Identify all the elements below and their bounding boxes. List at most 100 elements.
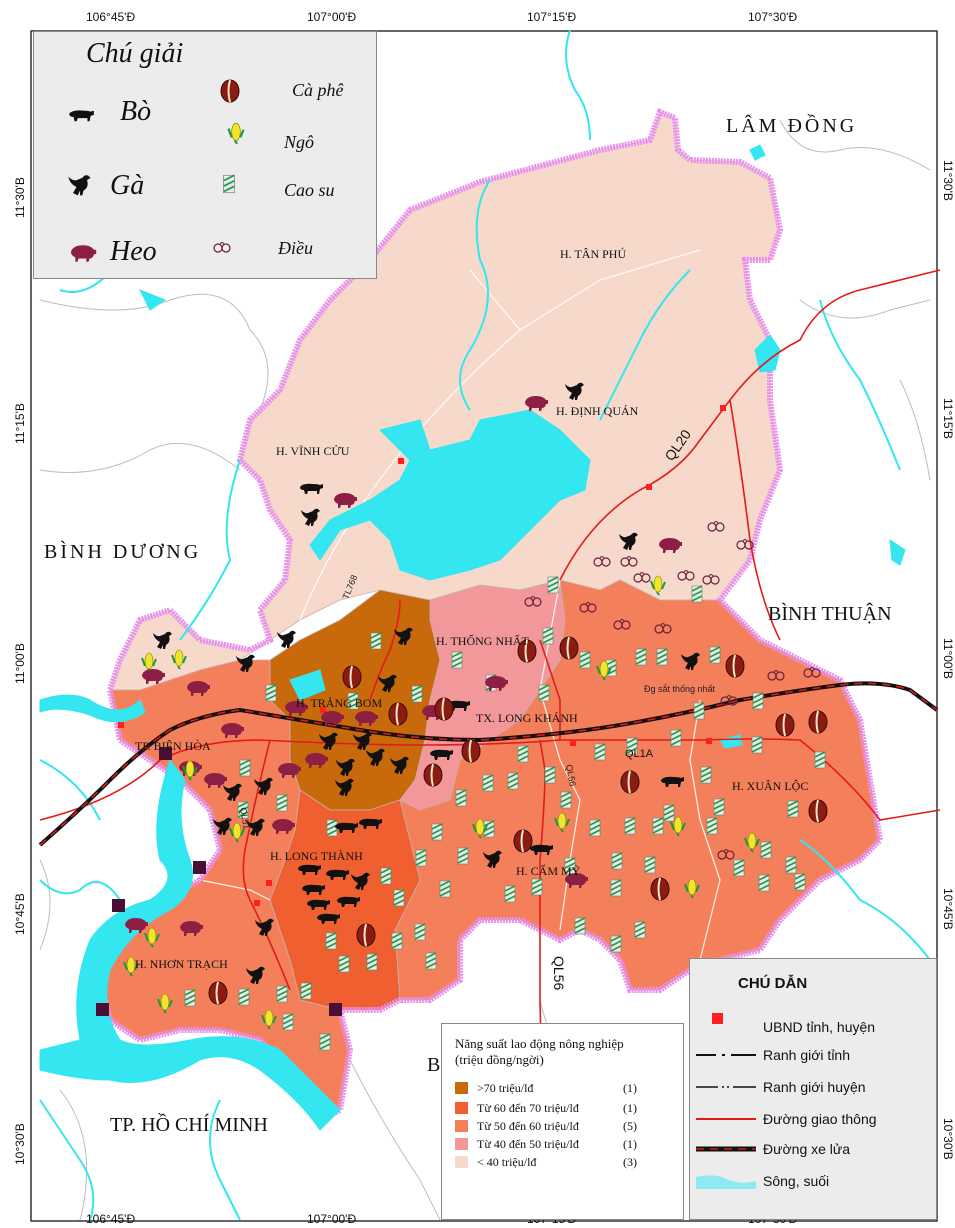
rivers-lakes xyxy=(39,144,906,1131)
label-br-partial: B xyxy=(427,1054,440,1076)
productivity-row-5: < 40 triệu/lđ (3) xyxy=(455,1155,680,1169)
coord-bottom-2: 107°00'Đ xyxy=(307,1212,356,1226)
port-markers xyxy=(96,747,342,1016)
label-trang-bom: H. TRẢNG BOM xyxy=(296,696,382,710)
legend-ngo: Ngô xyxy=(284,132,315,152)
road-icon xyxy=(696,1118,756,1120)
legend-bo: Bò xyxy=(120,96,152,127)
swatch-over70 xyxy=(455,1082,468,1094)
key-row-song: Sông, suối xyxy=(690,1171,938,1195)
coord-right-5: 10°30'B xyxy=(941,1118,955,1160)
key-row-duong-gt: Đường giao thông xyxy=(690,1109,938,1133)
label-tan-phu: H. TÂN PHÚ xyxy=(560,247,626,261)
key-label-duong-xl: Đường xe lửa xyxy=(763,1141,851,1157)
tri-an-lake xyxy=(309,409,591,581)
coord-left-3: 11°00'B xyxy=(13,643,27,684)
label-ql56: QL56 xyxy=(551,956,567,990)
productivity-count-4: (1) xyxy=(623,1137,637,1151)
coord-top-4: 107°30'Đ xyxy=(748,10,797,24)
productivity-label-4: Từ 40 đến 50 triệu/lđ xyxy=(477,1137,579,1151)
productivity-legend-title: Năng suất lao động nông nghiệp xyxy=(455,1036,624,1051)
productivity-label-2: Từ 60 đến 70 triệu/lđ xyxy=(477,1101,579,1115)
legend-cao-su: Cao su xyxy=(284,180,335,200)
rubber-icon xyxy=(222,174,236,194)
label-ql56-small: QL56 xyxy=(564,764,578,787)
river-icon xyxy=(696,1175,756,1189)
swatch-60-70 xyxy=(455,1102,468,1114)
productivity-legend-header: Năng suất lao động nông nghiệp (triệu đồ… xyxy=(455,1036,624,1068)
province-labels: LÂM ĐỒNG BÌNH DƯƠNG BÌNH THUẬN TP. HỒ CH… xyxy=(44,113,892,1136)
map-key-title: CHÚ DẪN xyxy=(738,975,808,992)
label-bien-hoa: TP. BIÊN HÒA xyxy=(135,739,211,753)
corn-icon xyxy=(227,122,245,145)
label-thong-nhat: H. THỐNG NHẤT xyxy=(436,633,529,648)
ubnd-markers xyxy=(118,405,726,906)
district-labels: H. TÂN PHÚ H. ĐỊNH QUÁN H. VĨNH CỬU H. T… xyxy=(135,247,808,971)
label-binh-duong: BÌNH DƯƠNG xyxy=(44,540,201,563)
swatch-40-50 xyxy=(455,1138,468,1150)
legend-ga: Gà xyxy=(110,170,145,201)
railway-icon xyxy=(696,1146,756,1152)
map-key-legend: CHÚ DẪN UBND tỉnh, huyện Ranh giới tỉnh … xyxy=(689,958,937,1220)
key-row-ranh-huyen: Ranh giới huyện xyxy=(690,1077,938,1101)
label-ql51: QL51 xyxy=(238,807,252,830)
swatch-under40 xyxy=(455,1156,468,1168)
coord-right-4: 10°45'B xyxy=(941,888,955,930)
productivity-row-2: Từ 60 đến 70 triệu/lđ (1) xyxy=(455,1101,680,1115)
streams xyxy=(39,29,931,1221)
coffee-icon xyxy=(220,79,240,103)
productivity-row-4: Từ 40 đến 50 triệu/lđ (1) xyxy=(455,1137,680,1151)
coord-left-1: 11°30'B xyxy=(13,177,27,218)
district-boundary-icon xyxy=(696,1086,756,1088)
legend-ca-phe: Cà phê xyxy=(292,80,344,100)
label-lam-dong: LÂM ĐỒNG xyxy=(726,113,857,137)
key-label-duong-gt: Đường giao thông xyxy=(763,1111,877,1127)
label-long-thanh: H. LONG THÀNH xyxy=(270,849,363,863)
label-long-khanh: TX. LONG KHÁNH xyxy=(476,711,578,725)
key-row-duong-xl: Đường xe lửa xyxy=(690,1139,938,1163)
chicken-icon xyxy=(68,175,91,196)
productivity-legend: Năng suất lao động nông nghiệp (triệu đồ… xyxy=(441,1023,684,1220)
coord-top-2: 107°00'Đ xyxy=(307,10,356,24)
coord-left-5: 10°30'B xyxy=(13,1123,27,1165)
productivity-label-3: Từ 50 đến 60 triệu/lđ xyxy=(477,1119,579,1133)
key-label-song: Sông, suối xyxy=(763,1173,830,1189)
coord-right-1: 11°30'B xyxy=(941,160,955,201)
cow-icon xyxy=(69,110,94,122)
key-row-ranh-tinh: Ranh giới tỉnh xyxy=(690,1045,938,1069)
label-vinh-cuu: H. VĨNH CỬU xyxy=(276,444,350,458)
province-boundary-icon xyxy=(696,1054,756,1056)
coord-bottom-1: 106°45'Đ xyxy=(86,1212,135,1226)
productivity-row-1: >70 triệu/lđ (1) xyxy=(455,1081,680,1095)
pig-icon xyxy=(70,245,97,262)
product-legend: Chú giải Bò Gà Heo Cà phê Ngô Cao su Điề… xyxy=(33,31,377,279)
label-railway: Đg sắt thống nhất xyxy=(644,684,716,694)
legend-dieu: Điều xyxy=(278,238,313,258)
label-hcm: TP. HỒ CHÍ MINH xyxy=(110,1112,268,1136)
label-nhon-trach: H. NHƠN TRẠCH xyxy=(135,957,228,971)
ubnd-marker-icon xyxy=(712,1013,723,1024)
label-cam-my: H. CẨM MỸ xyxy=(516,863,581,878)
coord-top-3: 107°15'Đ xyxy=(527,10,576,24)
swatch-50-60 xyxy=(455,1120,468,1132)
productivity-label-5: < 40 triệu/lđ xyxy=(477,1155,537,1169)
productivity-label-1: >70 triệu/lđ xyxy=(477,1081,534,1095)
productivity-row-3: Từ 50 đến 60 triệu/lđ (5) xyxy=(455,1119,680,1133)
productivity-count-3: (5) xyxy=(623,1119,637,1133)
label-xuan-loc: H. XUÂN LỘC xyxy=(732,779,808,793)
productivity-count-2: (1) xyxy=(623,1101,637,1115)
productivity-legend-unit: (triệu đồng/ngời) xyxy=(455,1052,544,1067)
product-legend-title: Chú giải xyxy=(86,38,184,69)
coord-left-4: 10°45'B xyxy=(13,893,27,935)
coord-left-2: 11°15'B xyxy=(13,403,27,444)
legend-heo: Heo xyxy=(110,236,157,267)
key-label-ubnd: UBND tỉnh, huyện xyxy=(763,1019,876,1035)
label-dinh-quan: H. ĐỊNH QUÁN xyxy=(556,404,639,418)
key-label-ranh-tinh: Ranh giới tỉnh xyxy=(763,1047,851,1063)
coordinate-labels: 106°45'Đ 107°00'Đ 107°15'Đ 107°30'Đ 106°… xyxy=(13,10,955,1226)
key-label-ranh-huyen: Ranh giới huyện xyxy=(763,1079,866,1095)
productivity-count-1: (1) xyxy=(623,1081,637,1095)
key-row-ubnd: UBND tỉnh, huyện xyxy=(690,1011,938,1035)
label-binh-thuan: BÌNH THUẬN xyxy=(768,602,892,625)
